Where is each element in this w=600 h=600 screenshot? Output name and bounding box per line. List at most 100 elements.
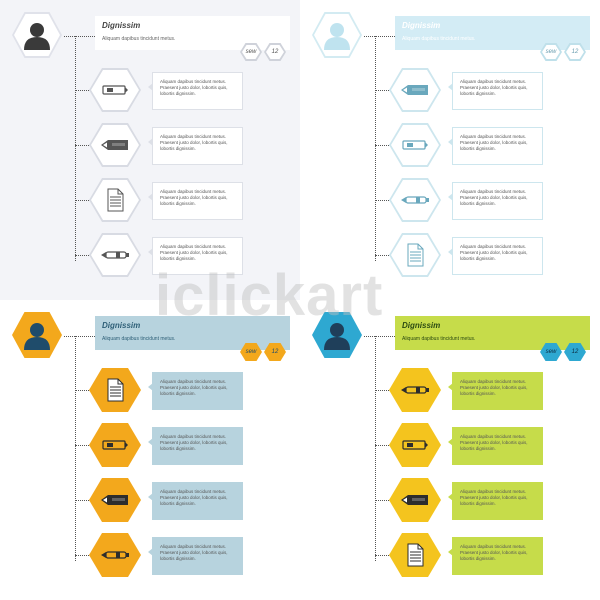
sew-badge: sew xyxy=(540,43,562,61)
document-icon xyxy=(91,370,139,410)
item-hexagon xyxy=(89,478,141,522)
item-hexagon xyxy=(89,68,141,112)
item-hexagon xyxy=(89,123,141,167)
sew-badge: sew xyxy=(240,43,262,61)
item-hexagon xyxy=(389,423,441,467)
item-text-bubble: Aliquam dapibus tincidunt metus. Praesen… xyxy=(148,182,243,220)
item-description: Aliquam dapibus tincidunt metus. Praesen… xyxy=(460,379,528,396)
avatar xyxy=(12,312,62,358)
item-description: Aliquam dapibus tincidunt metus. Praesen… xyxy=(160,79,228,96)
item-description: Aliquam dapibus tincidunt metus. Praesen… xyxy=(460,489,528,506)
item-text-bubble: Aliquam dapibus tincidunt metus. Praesen… xyxy=(148,537,243,575)
item-text-bubble: Aliquam dapibus tincidunt metus. Praesen… xyxy=(448,372,543,410)
item-text-bubble: Aliquam dapibus tincidunt metus. Praesen… xyxy=(148,372,243,410)
item-hexagon xyxy=(89,423,141,467)
connector-branch xyxy=(375,255,389,256)
header-title: Dignissim xyxy=(102,321,141,330)
header-subtitle: Aliquam dapibus tincidunt metus. xyxy=(402,336,476,342)
item-text-bubble: Aliquam dapibus tincidunt metus. Praesen… xyxy=(448,427,543,465)
item-hexagon xyxy=(389,533,441,577)
number-badge: 12 xyxy=(564,43,586,61)
connector-branch xyxy=(375,145,389,146)
item-description: Aliquam dapibus tincidunt metus. Praesen… xyxy=(460,189,528,206)
item-description: Aliquam dapibus tincidunt metus. Praesen… xyxy=(160,244,228,261)
connector-branch xyxy=(75,500,89,501)
header-subtitle: Aliquam dapibus tincidunt metus. xyxy=(402,36,476,42)
item-description: Aliquam dapibus tincidunt metus. Praesen… xyxy=(460,244,528,261)
item-description: Aliquam dapibus tincidunt metus. Praesen… xyxy=(160,489,228,506)
item-description: Aliquam dapibus tincidunt metus. Praesen… xyxy=(460,434,528,451)
connector-branch xyxy=(375,445,389,446)
pencil-icon xyxy=(91,480,139,520)
user-silhouette-icon xyxy=(322,320,352,350)
header-title: Dignissim xyxy=(402,321,441,330)
connector-branch xyxy=(75,90,89,91)
connector-branch xyxy=(375,200,389,201)
item-text-bubble: Aliquam dapibus tincidunt metus. Praesen… xyxy=(448,182,543,220)
document-icon xyxy=(391,535,439,575)
avatar xyxy=(312,312,362,358)
number-badge: 12 xyxy=(264,43,286,61)
item-text-bubble: Aliquam dapibus tincidunt metus. Praesen… xyxy=(148,127,243,165)
pencil-icon xyxy=(391,70,439,110)
sew-badge: sew xyxy=(540,343,562,361)
pencil-icon xyxy=(91,125,139,165)
connector-branch xyxy=(375,555,389,556)
item-description: Aliquam dapibus tincidunt metus. Praesen… xyxy=(160,189,228,206)
item-hexagon xyxy=(389,368,441,412)
item-description: Aliquam dapibus tincidunt metus. Praesen… xyxy=(160,544,228,561)
item-description: Aliquam dapibus tincidunt metus. Praesen… xyxy=(460,134,528,151)
connector-line-vertical xyxy=(375,336,376,561)
watermark-logo: iclickart xyxy=(155,263,384,328)
connector-line-vertical xyxy=(75,336,76,561)
pen-icon xyxy=(391,180,439,220)
connector-line-top xyxy=(64,336,95,337)
item-hexagon xyxy=(389,123,441,167)
user-silhouette-icon xyxy=(322,20,352,50)
user-silhouette-icon xyxy=(22,320,52,350)
cutter-knife-icon xyxy=(391,125,439,165)
connector-line-top xyxy=(364,36,395,37)
item-text-bubble: Aliquam dapibus tincidunt metus. Praesen… xyxy=(148,72,243,110)
cutter-knife-icon xyxy=(391,425,439,465)
number-badge: 12 xyxy=(264,343,286,361)
badge-label: sew xyxy=(545,49,557,55)
badge-label: sew xyxy=(245,349,257,355)
cutter-knife-icon xyxy=(91,425,139,465)
sew-badge: sew xyxy=(240,343,262,361)
item-text-bubble: Aliquam dapibus tincidunt metus. Praesen… xyxy=(448,72,543,110)
connector-branch xyxy=(75,555,89,556)
connector-branch xyxy=(75,390,89,391)
connector-line-top xyxy=(64,36,95,37)
connector-branch xyxy=(75,445,89,446)
connector-branch xyxy=(75,145,89,146)
header-title: Dignissim xyxy=(402,21,441,30)
item-hexagon xyxy=(89,233,141,277)
connector-line-vertical xyxy=(375,36,376,261)
connector-branch xyxy=(375,90,389,91)
connector-branch xyxy=(375,500,389,501)
item-text-bubble: Aliquam dapibus tincidunt metus. Praesen… xyxy=(148,482,243,520)
item-hexagon xyxy=(89,178,141,222)
connector-branch xyxy=(75,255,89,256)
item-hexagon xyxy=(89,533,141,577)
pen-icon xyxy=(91,535,139,575)
item-description: Aliquam dapibus tincidunt metus. Praesen… xyxy=(160,379,228,396)
avatar xyxy=(12,12,62,58)
item-text-bubble: Aliquam dapibus tincidunt metus. Praesen… xyxy=(448,237,543,275)
header-title: Dignissim xyxy=(102,21,141,30)
pencil-icon xyxy=(391,480,439,520)
badge-label: 12 xyxy=(571,349,579,355)
pen-icon xyxy=(91,235,139,275)
item-text-bubble: Aliquam dapibus tincidunt metus. Praesen… xyxy=(448,482,543,520)
badge-label: 12 xyxy=(271,349,279,355)
document-icon xyxy=(91,180,139,220)
